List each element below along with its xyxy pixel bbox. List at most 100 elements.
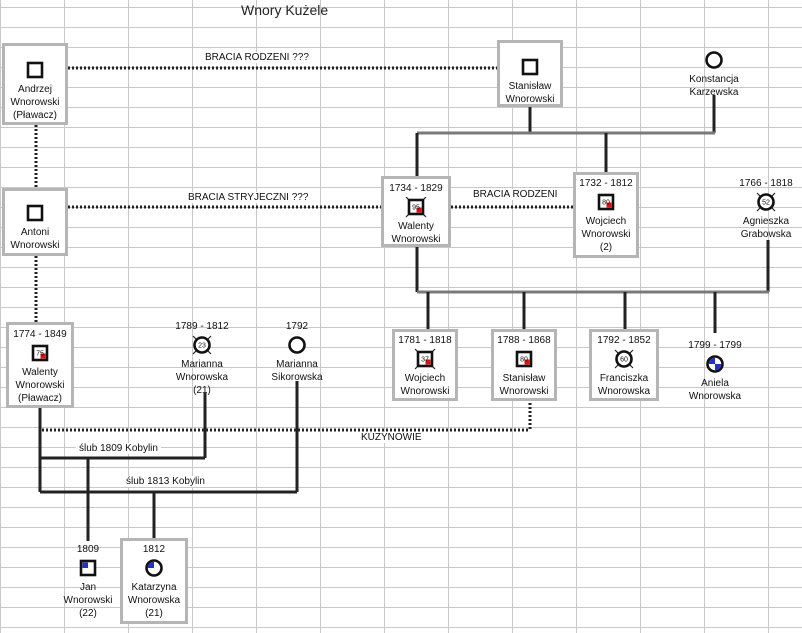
person-dates: 1799 - 1799 <box>688 340 742 351</box>
female-symbol-icon: 23 <box>191 334 213 356</box>
person-name-line: Wnorowska <box>597 386 651 397</box>
person-name-line: (21) <box>193 385 211 396</box>
person-dates: 1774 - 1849 <box>13 329 67 340</box>
person-name-line: Walenty <box>398 221 434 232</box>
person-name-line: Walenty <box>22 367 58 378</box>
person-name-line: Agnieszka <box>742 216 790 227</box>
person-dates: 1788 - 1868 <box>497 335 551 346</box>
svg-text:37: 37 <box>421 357 429 364</box>
person-name-line: Wnorowski <box>15 380 65 391</box>
person-name-line: Karzewska <box>689 87 739 98</box>
person-name-line: Wnorowski <box>391 234 441 245</box>
person-walenty1734: 1734 - 1829 95 Walenty Wnorowski <box>379 182 453 246</box>
label-bracia-rodzeni: BRACIA RODZENI <box>470 189 561 200</box>
person-marianna-sikorowska: 1792 Marianna Sikorowska <box>262 320 332 384</box>
person-dates: 1781 - 1818 <box>398 335 452 346</box>
male-symbol-icon <box>519 56 541 78</box>
label-slub-1813: ślub 1813 Kobylin <box>123 476 208 487</box>
person-name-line: Wnorowski <box>63 595 113 606</box>
person-name-line: Wnorowska <box>127 595 181 606</box>
box-katarzyna <box>120 538 188 624</box>
person-name-line: Wnorowski <box>10 97 60 108</box>
label-kuzynowie: KUZYNOWIE <box>358 432 425 443</box>
person-konstancja: Konstancja Karzewska <box>678 48 750 99</box>
male-symbol-icon <box>77 557 99 579</box>
person-franciszka: 1792 - 1852 60 Franciszka Wnorowska <box>587 334 661 398</box>
family-lines <box>38 95 770 541</box>
male-symbol-icon: 37 <box>414 348 436 370</box>
svg-text:80: 80 <box>520 357 528 364</box>
person-stanislaw1788: 1788 - 1868 80 Stanisław Wnorowski <box>489 334 559 398</box>
person-name-line: Jan <box>79 582 97 593</box>
person-jan: 1809 Jan Wnorowski (22) <box>54 543 122 620</box>
person-name-line: (Pławacz) <box>18 393 62 404</box>
person-name-line: (2) <box>599 242 613 253</box>
label-bracia-rodzeni-q: BRACIA RODZENI ??? <box>202 52 312 63</box>
male-symbol-icon: 95 <box>405 196 427 218</box>
person-dates: 1732 - 1812 <box>579 178 633 189</box>
person-katarzyna: 1812 Katarzyna Wnorowska (21) <box>118 543 190 620</box>
person-wojciech1781: 1781 - 1818 37 Wojciech Wnorowski <box>390 334 460 398</box>
person-dates: 1789 - 1812 <box>175 321 229 332</box>
person-name-line: Marianna <box>276 359 318 370</box>
person-name-line: Stanisław <box>502 373 546 384</box>
label-bracia-stryjeczni-q: BRACIA STRYJECZNI ??? <box>185 192 312 203</box>
person-name-line: (Pławacz) <box>13 110 57 121</box>
person-name-line: Franciszka <box>599 373 649 384</box>
person-name-line: Wnorowski <box>400 386 450 397</box>
svg-text:80: 80 <box>602 200 610 207</box>
female-symbol-icon <box>143 557 165 579</box>
female-symbol-icon: 60 <box>613 348 635 370</box>
label-slub-1809: ślub 1809 Kobylin <box>76 443 161 454</box>
svg-text:23: 23 <box>198 343 206 350</box>
person-dates: 1792 <box>285 321 309 332</box>
person-antoni: Antoni Wnorowski <box>0 201 70 252</box>
male-symbol-icon: 80 <box>595 191 617 213</box>
person-name-line: Aniela <box>701 378 729 389</box>
female-symbol-icon <box>286 334 308 356</box>
person-wojciech1732: 1732 - 1812 80 Wojciech Wnorowski (2) <box>571 177 641 254</box>
person-agnieszka: 1766 - 1818 52 Agnieszka Grabowska <box>730 177 802 241</box>
person-marianna-wnorowska: 1789 - 1812 23 Marianna Wnorowska (21) <box>166 320 238 397</box>
person-name-line: Wnorowska <box>175 372 229 383</box>
person-aniela: 1799 - 1799 Aniela Wnorowska <box>679 339 751 403</box>
person-andrzej: Andrzej Wnorowski (Pławacz) <box>0 58 70 122</box>
male-symbol-icon: 75 <box>29 342 51 364</box>
person-dates: 1734 - 1829 <box>389 183 443 194</box>
female-symbol-icon: 52 <box>755 191 777 213</box>
person-name-line: Wnorowski <box>581 229 631 240</box>
female-symbol-icon <box>703 49 725 71</box>
person-name-line: Grabowska <box>740 229 792 240</box>
person-name-line: Wojciech <box>585 216 627 227</box>
diagram-title: Wnory Kużele <box>241 2 329 18</box>
male-symbol-icon <box>24 59 46 81</box>
male-symbol-icon: 80 <box>513 348 535 370</box>
person-name-line: Sikorowska <box>271 372 323 383</box>
person-name-line: Wojciech <box>404 373 446 384</box>
person-name-line: Wnorowska <box>688 391 742 402</box>
person-name-line: Antoni <box>20 227 50 238</box>
svg-text:52: 52 <box>762 200 770 207</box>
svg-text:60: 60 <box>620 357 628 364</box>
person-name-line: Wnorowski <box>10 240 60 251</box>
male-symbol-icon <box>24 202 46 224</box>
box-wojciech1732 <box>573 172 639 258</box>
svg-text:75: 75 <box>36 351 44 358</box>
female-symbol-icon <box>704 353 726 375</box>
box-antoni <box>2 188 68 256</box>
person-walenty1774: 1774 - 1849 75 Walenty Wnorowski (Pławac… <box>4 328 76 405</box>
box-andrzej <box>2 43 68 125</box>
person-name-line: Konstancja <box>689 74 739 85</box>
person-name-line: Katarzyna <box>131 582 177 593</box>
person-stanislaw-top: Stanisław Wnorowski <box>495 55 565 106</box>
person-name-line: (22) <box>79 608 97 619</box>
person-name-line: Wnorowski <box>499 386 549 397</box>
person-dates: 1792 - 1852 <box>597 335 651 346</box>
person-dates: 1766 - 1818 <box>739 178 793 189</box>
person-name-line: (21) <box>145 608 163 619</box>
person-name-line: Andrzej <box>18 84 52 95</box>
person-name-line: Wnorowski <box>505 94 555 105</box>
svg-text:95: 95 <box>412 205 420 212</box>
dotted-relations <box>34 66 573 432</box>
person-name-line: Stanisław <box>508 81 552 92</box>
